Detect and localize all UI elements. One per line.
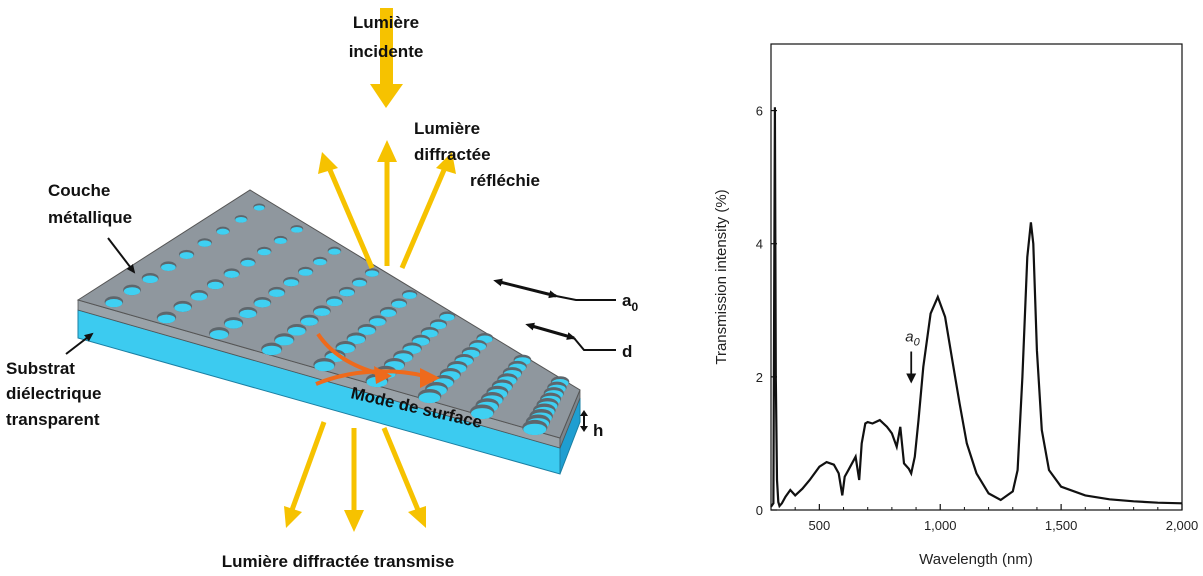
hole	[179, 252, 194, 259]
hole	[262, 345, 282, 356]
x-tick-label: 1,000	[924, 518, 957, 533]
hole	[274, 237, 287, 244]
hole	[430, 321, 447, 330]
hole	[209, 330, 229, 340]
hole-array	[104, 203, 570, 436]
hole	[157, 314, 176, 324]
hole	[287, 326, 306, 336]
hole	[257, 248, 271, 256]
y-tick-label: 6	[756, 104, 763, 119]
hole	[274, 336, 294, 346]
hole	[365, 270, 379, 277]
plot-frame	[770, 43, 1183, 511]
hole	[239, 309, 257, 319]
hole	[254, 299, 271, 308]
a0-annotation-arrowhead	[906, 373, 917, 384]
reflected-light-label-3: réfléchie	[470, 171, 540, 190]
hole	[439, 313, 455, 322]
hole	[523, 423, 547, 436]
metal-layer-pointer	[107, 237, 136, 274]
y-axis-label: Transmission intensity (%)	[713, 189, 730, 364]
reflected-light-arrows	[318, 140, 456, 269]
transmission-chart: 0 2 4 6 500 1,000 1,500 2,000 a0 Wavelength (n…	[713, 43, 1199, 568]
period-marker: a0	[493, 278, 638, 314]
hole	[253, 205, 265, 211]
hole	[352, 279, 367, 287]
metal-layer-label-2: métallique	[48, 208, 132, 227]
a0-annotation-label: a0	[905, 329, 920, 349]
hole	[369, 318, 386, 327]
hole	[240, 259, 255, 267]
hole	[190, 292, 208, 301]
x-tick-label: 2,000	[1166, 518, 1199, 533]
hole	[269, 289, 285, 297]
hole	[198, 240, 212, 247]
hole	[347, 335, 366, 345]
hole	[123, 287, 141, 296]
x-tick-label: 1,500	[1045, 518, 1078, 533]
hole	[298, 269, 313, 276]
hole	[313, 258, 327, 266]
y-tick-label: 2	[756, 370, 763, 385]
substrate-label-1: Substrat	[6, 359, 75, 378]
incident-light-arrow	[370, 8, 403, 108]
transmission-series-line	[770, 107, 1183, 509]
hole	[161, 263, 176, 272]
hole	[224, 270, 240, 278]
hole	[314, 361, 335, 372]
diameter-marker: d	[525, 322, 632, 361]
substrate-label-3: transparent	[6, 410, 100, 429]
x-tick-label: 500	[809, 518, 831, 533]
hole	[380, 309, 397, 317]
hole	[313, 308, 331, 317]
plasmonic-diagram: Lumière incidente Lumière diffractée réf…	[6, 8, 638, 571]
hole	[358, 326, 376, 336]
hole	[142, 275, 158, 284]
thickness-label: h	[593, 421, 603, 440]
hole	[339, 289, 355, 297]
hole	[470, 408, 494, 420]
x-axis-label: Wavelength (nm)	[919, 551, 1033, 568]
x-axis-ticks: 500 1,000 1,500 2,000	[794, 504, 1199, 533]
hole	[105, 298, 123, 308]
hole	[300, 317, 318, 326]
hole	[235, 216, 247, 223]
substrate-label-2: diélectrique	[6, 384, 101, 403]
period-label: a0	[622, 291, 638, 314]
diameter-label: d	[622, 342, 632, 361]
hole	[216, 228, 230, 235]
hole	[326, 298, 343, 307]
reflected-light-label-2: diffractée	[414, 145, 491, 164]
hole	[174, 303, 192, 312]
y-tick-label: 4	[756, 237, 763, 252]
surface-mode-arrow	[315, 332, 440, 388]
transmitted-light-label: Lumière diffractée transmise	[222, 552, 454, 571]
hole	[207, 281, 224, 290]
hole	[224, 319, 243, 329]
metal-layer-label-1: Couche	[48, 181, 110, 200]
hole	[402, 292, 417, 299]
hole	[418, 392, 441, 404]
transmitted-light-arrows	[284, 421, 426, 532]
hole	[391, 300, 407, 308]
y-tick-label: 0	[756, 503, 763, 518]
incident-light-label-1: Lumière	[353, 13, 419, 32]
a0-annotation: a0	[905, 329, 921, 384]
hole	[283, 279, 299, 287]
substrate-pointer	[65, 332, 94, 355]
thickness-marker: h	[580, 410, 603, 440]
hole	[328, 248, 341, 255]
incident-light-label-2: incidente	[349, 42, 424, 61]
reflected-light-label-1: Lumière	[414, 119, 480, 138]
hole	[291, 226, 303, 233]
